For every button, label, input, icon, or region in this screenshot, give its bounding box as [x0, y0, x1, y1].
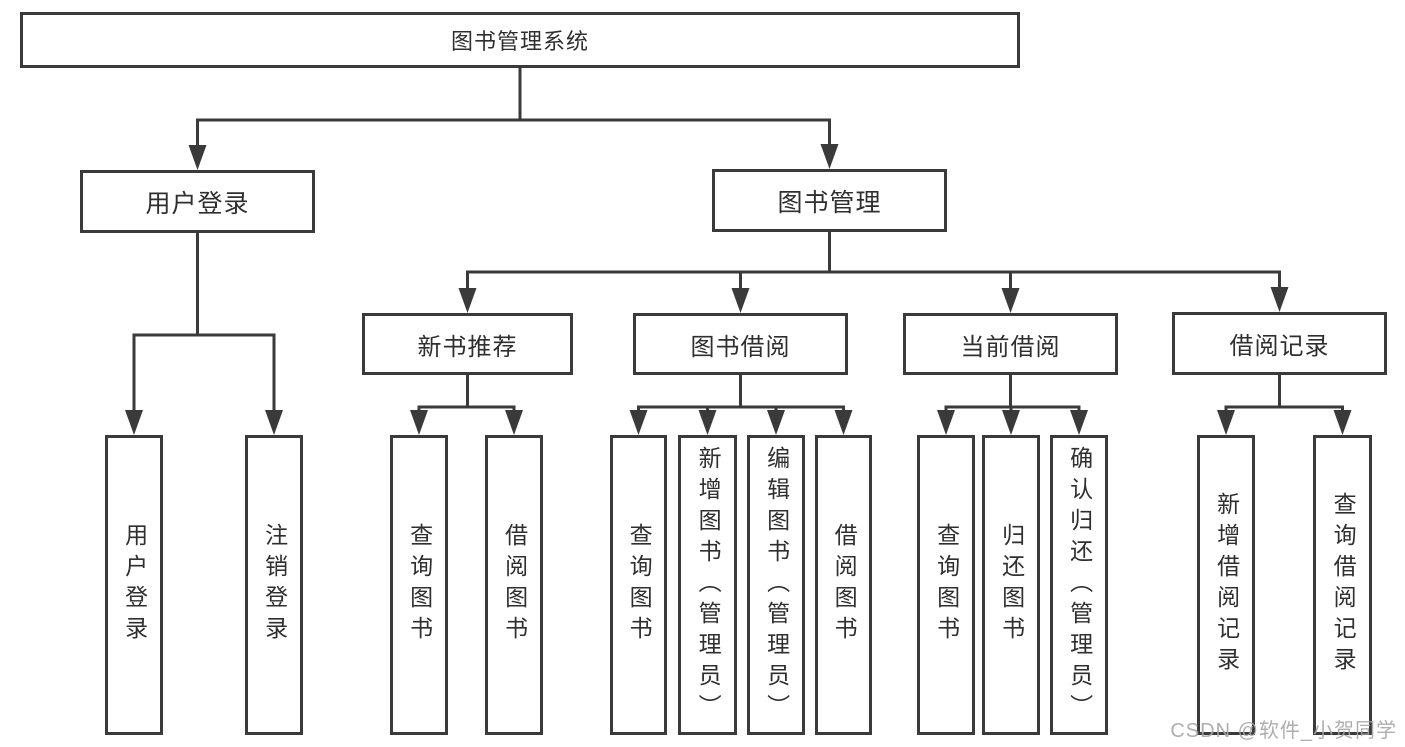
leaf-borrow-books-recommend: 借阅图书 — [485, 435, 543, 735]
arrowhead-icon — [125, 410, 143, 435]
leaf-label: 查询图书 — [626, 523, 653, 647]
leaf-label: 查询图书 — [933, 523, 960, 647]
arrowhead-icon — [1333, 410, 1352, 435]
leaf-edit-book-admin: 编辑图书（管理员） — [747, 435, 805, 735]
arrowhead-icon — [767, 410, 785, 435]
leaf-confirm-return-admin: 确认归还（管理员） — [1050, 435, 1108, 735]
watermark: CSDN @软件_小贺同学 — [1170, 720, 1397, 742]
leaf-query-books-borrow: 查询图书 — [610, 435, 667, 735]
node-book-management: 图书管理 — [712, 169, 947, 232]
arrowhead-icon — [1002, 410, 1020, 435]
arrowhead-icon — [698, 410, 717, 435]
arrowhead-icon — [820, 144, 839, 169]
leaf-add-book-admin: 新增图书（管理员） — [678, 435, 737, 735]
arrowhead-icon — [188, 145, 207, 170]
arrowhead-icon — [1001, 288, 1020, 313]
leaf-add-borrow-record: 新增借阅记录 — [1197, 435, 1255, 735]
leaf-label: 借阅图书 — [501, 523, 528, 647]
leaf-query-books-recommend: 查询图书 — [390, 435, 448, 735]
arrowhead-icon — [1217, 410, 1235, 435]
leaf-label: 确认归还（管理员） — [1066, 445, 1093, 725]
arrowhead-icon — [937, 410, 955, 435]
arrowhead-icon — [265, 410, 283, 435]
leaf-label: 查询图书 — [406, 523, 433, 647]
leaf-label: 归还图书 — [998, 523, 1025, 647]
leaf-label: 新增借阅记录 — [1213, 492, 1240, 678]
arrowhead-icon — [458, 288, 477, 313]
leaf-return-book: 归还图书 — [982, 435, 1040, 735]
arrowhead-icon — [731, 288, 750, 313]
leaf-label: 编辑图书（管理员） — [763, 445, 790, 725]
leaf-label: 注销登录 — [261, 523, 288, 647]
leaf-logout: 注销登录 — [245, 435, 303, 735]
arrowhead-icon — [834, 410, 853, 435]
node-book-borrow: 图书借阅 — [633, 313, 848, 375]
node-root: 图书管理系统 — [20, 12, 1020, 68]
leaf-user-login: 用户登录 — [105, 435, 163, 735]
node-current-borrow: 当前借阅 — [903, 313, 1118, 375]
leaf-label: 新增图书（管理员） — [695, 445, 722, 725]
arrowhead-icon — [1070, 410, 1088, 435]
arrowhead-icon — [629, 410, 648, 435]
node-user-login: 用户登录 — [80, 170, 315, 233]
leaf-borrow-books: 借阅图书 — [815, 435, 872, 735]
arrowhead-icon — [505, 410, 523, 435]
leaf-label: 借阅图书 — [831, 523, 858, 647]
leaf-label: 查询借阅记录 — [1330, 492, 1357, 678]
leaf-query-borrow-record: 查询借阅记录 — [1313, 435, 1372, 735]
leaf-query-books-current: 查询图书 — [917, 435, 975, 735]
arrowhead-icon — [1270, 287, 1289, 312]
node-borrow-records: 借阅记录 — [1172, 312, 1387, 375]
leaf-label: 用户登录 — [121, 523, 148, 647]
node-new-book-recommend: 新书推荐 — [362, 313, 573, 375]
arrowhead-icon — [410, 410, 428, 435]
